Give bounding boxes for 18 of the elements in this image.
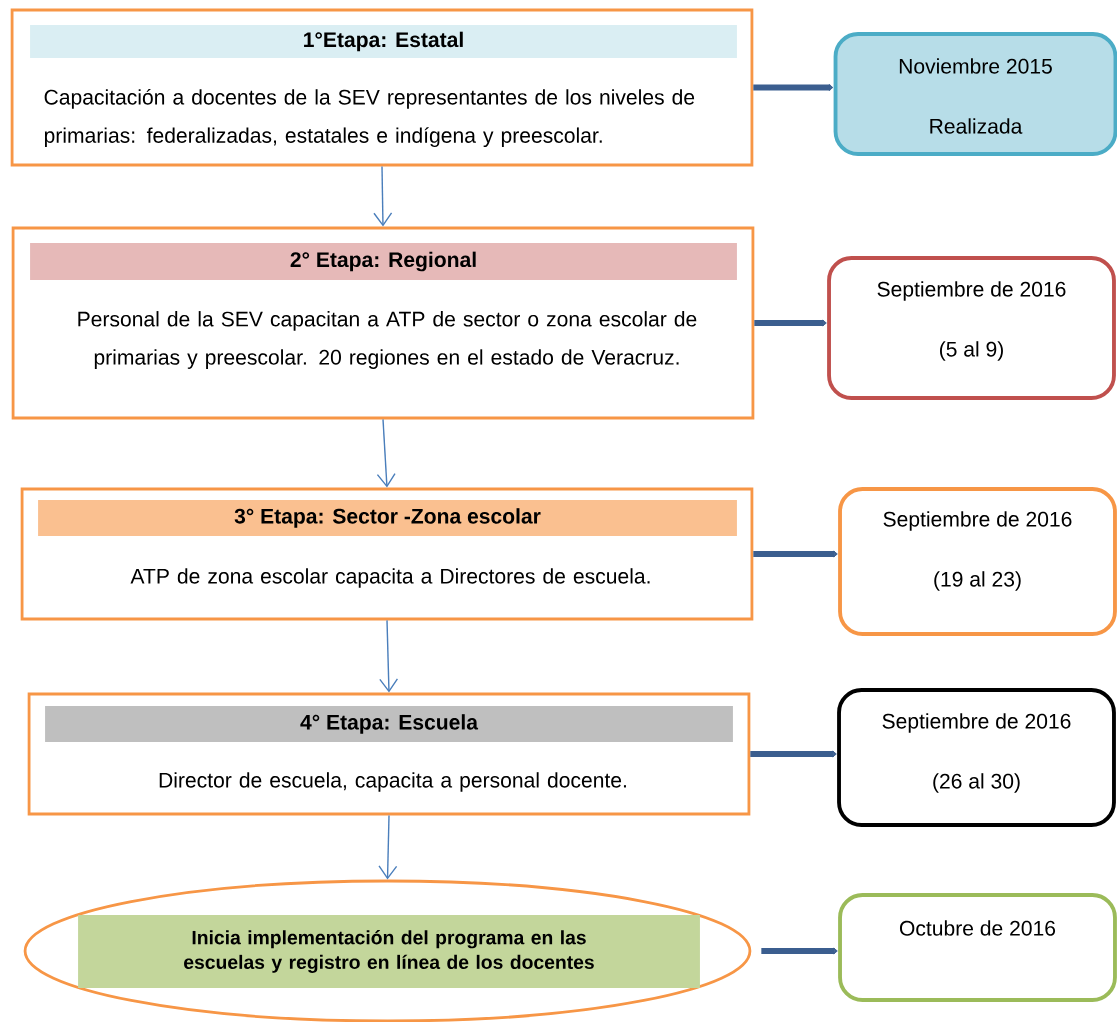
arrow xyxy=(379,619,399,693)
arrow xyxy=(378,814,398,880)
stage-box: 3° Etapa: Sector -Zona escolar ATP de zona escolar capacita a Directores de escuela. xyxy=(20,487,754,621)
arrow xyxy=(376,418,396,488)
stage-box: 2° Etapa: Regional Personal de la SEV capacitan a ATP de sector o zona escolar de primarias y preescolar. 20 regiones en el estado de Veracruz. xyxy=(11,226,755,420)
arrow xyxy=(753,84,834,91)
date-box: Septiembre de 2016 (26 al 30) xyxy=(837,688,1116,827)
arrow xyxy=(373,165,393,227)
date-box: Noviembre 2015 Realizada xyxy=(833,32,1117,156)
stage-box: 4° Etapa: Escuela Director de escuela, capacita a personal docente. xyxy=(27,692,751,816)
arrow xyxy=(761,947,838,955)
stage-box: 1°Etapa: Estatal Capacitación a docentes de la SEV representantes de los niveles de primarias: federalizadas, estatales e indígena y preescolar. xyxy=(10,8,754,167)
arrow xyxy=(753,550,838,558)
date-box: Octubre de 2016 xyxy=(838,893,1117,1002)
arrow xyxy=(754,319,827,327)
date-box: Septiembre de 2016 (5 al 9) xyxy=(827,256,1116,400)
arrow xyxy=(750,750,837,758)
date-box: Septiembre de 2016 (19 al 23) xyxy=(838,487,1117,636)
